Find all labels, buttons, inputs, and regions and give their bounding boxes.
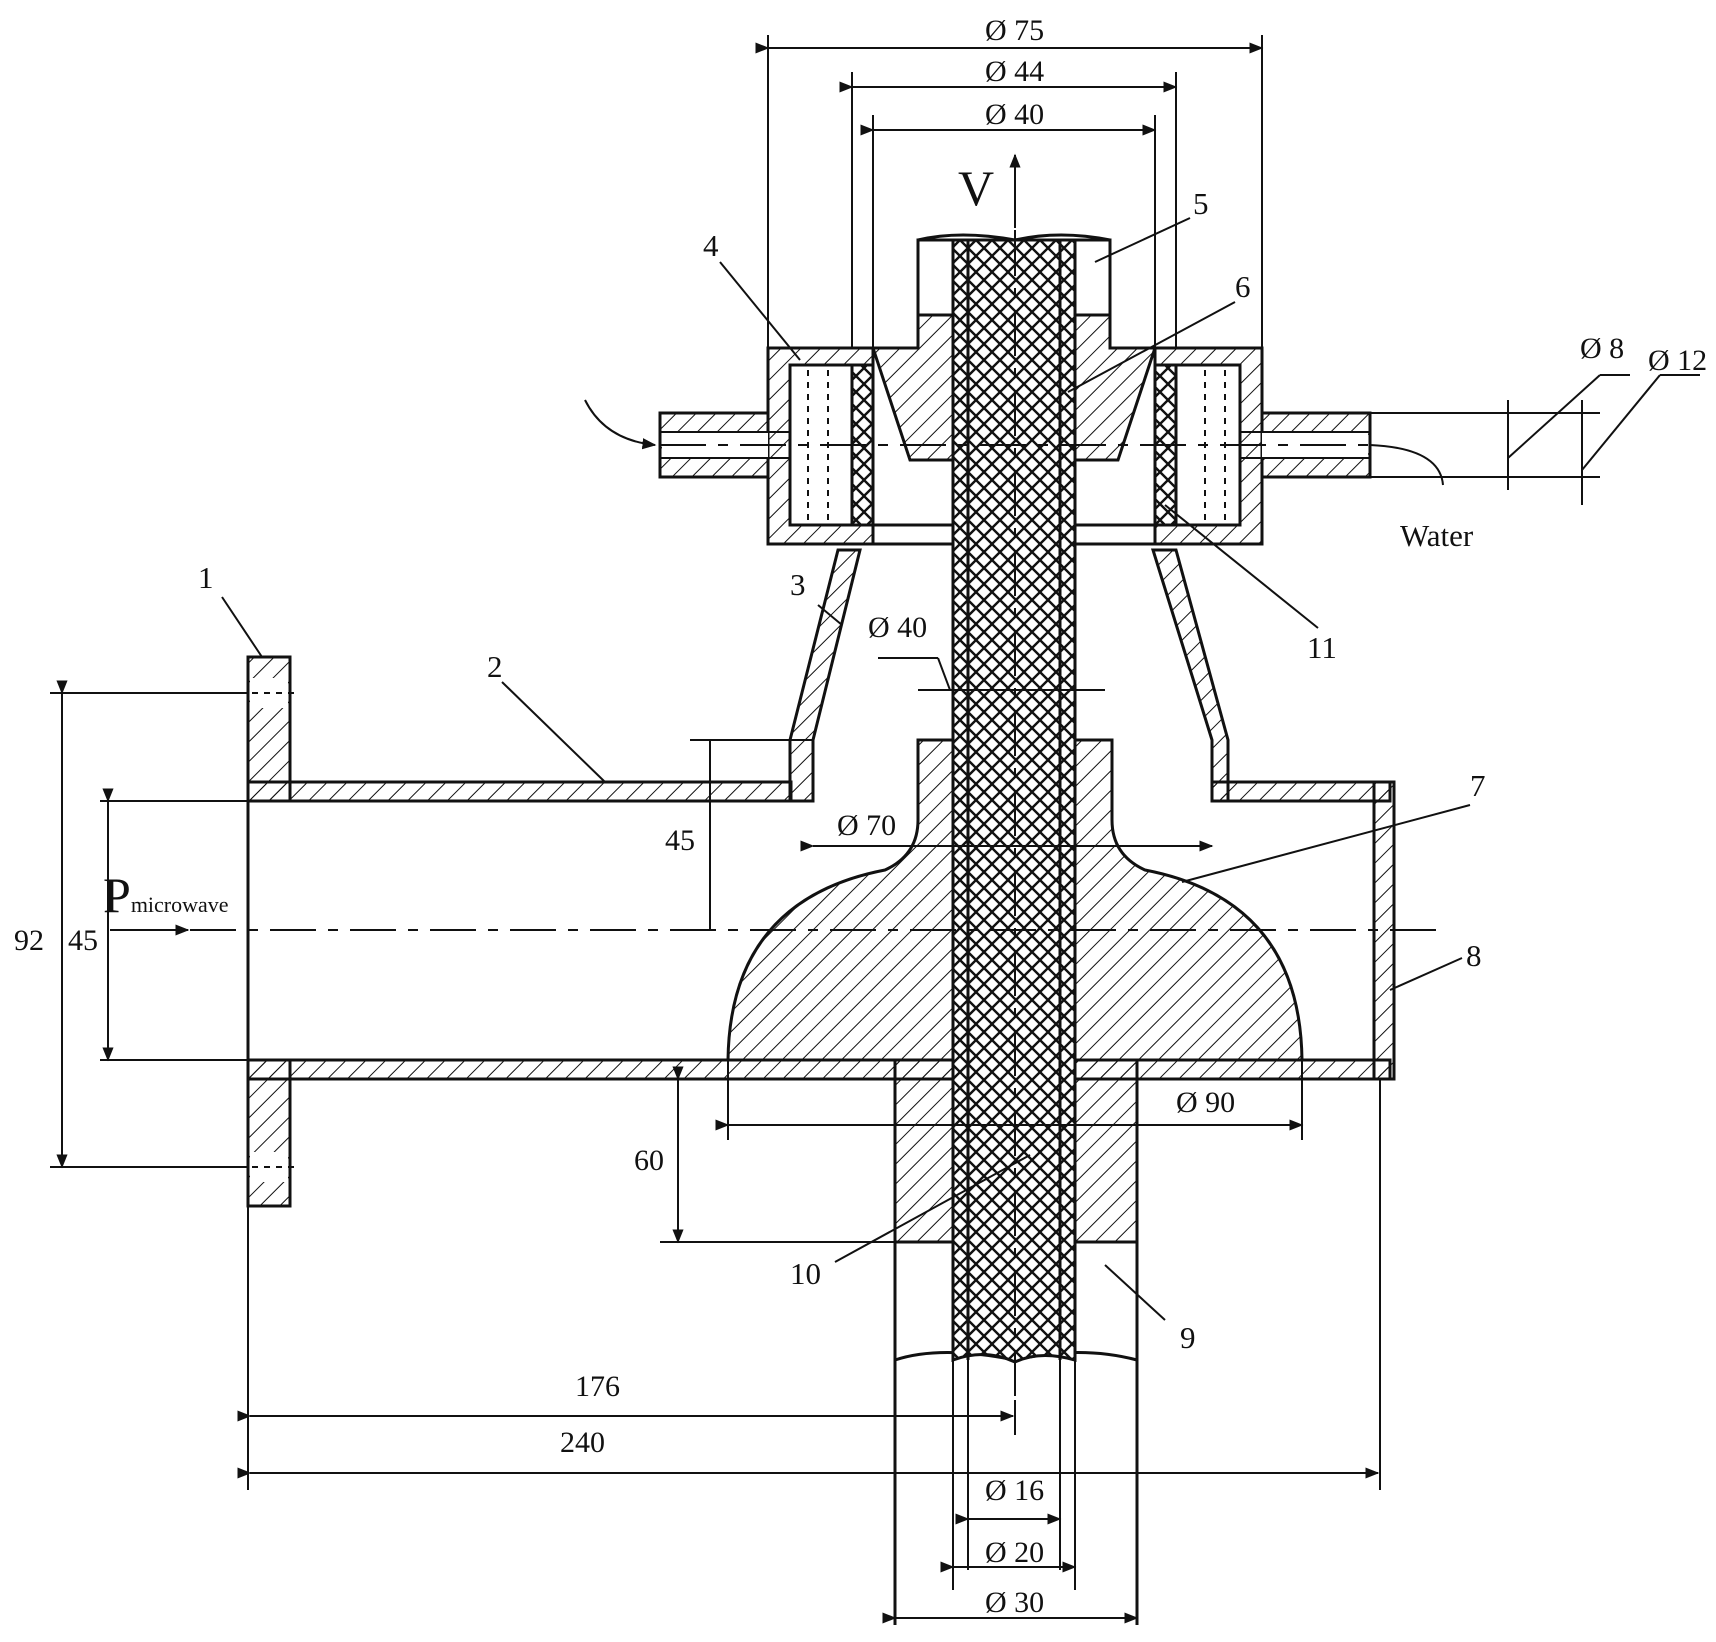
dim-l240: 240 xyxy=(560,1426,605,1459)
dim-d8: Ø 8 xyxy=(1580,332,1624,365)
dim-h45-left: 45 xyxy=(68,924,98,957)
leader-lines xyxy=(221,217,1471,1321)
velocity-label: V xyxy=(958,160,994,216)
dim-d90: Ø 90 xyxy=(1176,1086,1235,1119)
dim-d40-top: Ø 40 xyxy=(985,98,1044,131)
part-label-7: 7 xyxy=(1470,768,1486,803)
lower-holder xyxy=(893,1058,1139,1625)
power-label: Pmicrowave xyxy=(103,867,229,923)
part-label-10: 10 xyxy=(790,1256,821,1291)
water-label: Water xyxy=(1400,518,1474,553)
dim-d70: Ø 70 xyxy=(837,809,896,842)
dim-d20: Ø 20 xyxy=(985,1536,1044,1569)
part-label-9: 9 xyxy=(1180,1320,1196,1355)
dim-d12: Ø 12 xyxy=(1648,344,1707,377)
part-label-2: 2 xyxy=(487,649,503,684)
part-label-4: 4 xyxy=(703,228,719,263)
dim-d30: Ø 30 xyxy=(985,1586,1044,1619)
dim-d16: Ø 16 xyxy=(985,1474,1044,1507)
dim-l176: 176 xyxy=(575,1370,620,1403)
dim-d44: Ø 44 xyxy=(985,55,1044,88)
part-label-3: 3 xyxy=(790,567,806,602)
part-label-1: 1 xyxy=(198,560,214,595)
flange xyxy=(240,655,300,1208)
dimension-lines xyxy=(50,35,1700,1624)
flow-arrows xyxy=(122,153,1444,936)
part-label-6: 6 xyxy=(1235,269,1251,304)
dim-h60: 60 xyxy=(634,1144,664,1177)
cooling-housing xyxy=(658,238,1372,546)
dim-d75: Ø 75 xyxy=(985,14,1044,47)
part-label-5: 5 xyxy=(1193,186,1209,221)
part-label-8: 8 xyxy=(1466,938,1482,973)
dim-h92: 92 xyxy=(14,924,44,957)
dim-h45-upper: 45 xyxy=(665,824,695,857)
part-label-11: 11 xyxy=(1307,630,1337,665)
dim-d40-mid: Ø 40 xyxy=(868,611,927,644)
